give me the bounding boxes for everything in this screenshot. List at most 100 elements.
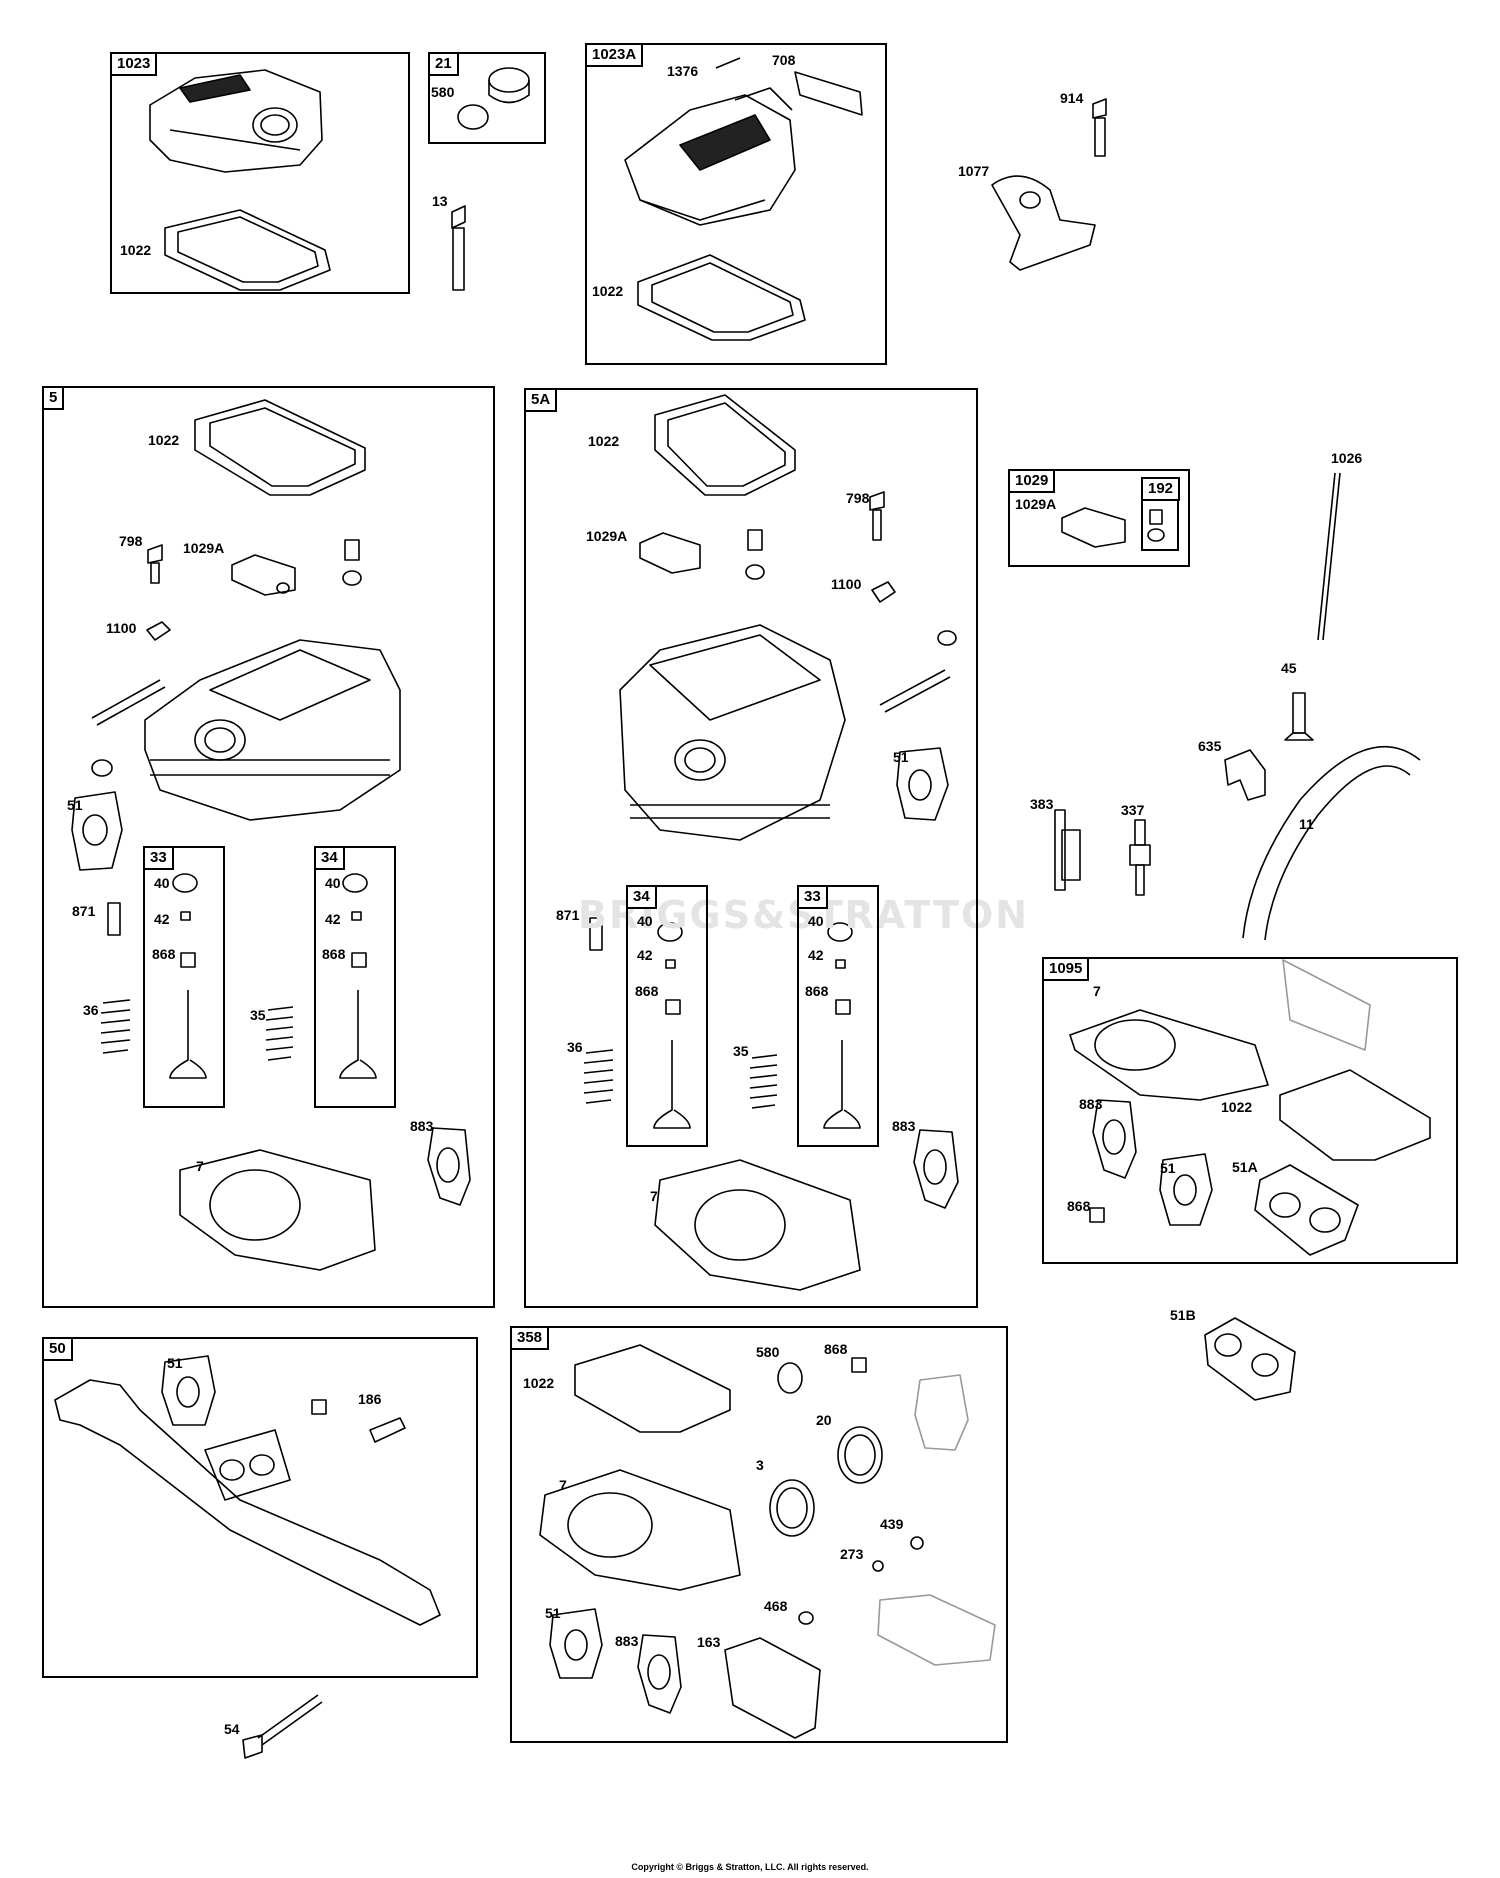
callout: 54 <box>224 1721 240 1737</box>
box5A-sleeve-871-drawing <box>589 917 603 951</box>
callout: 883 <box>410 1118 434 1134</box>
callout: 36 <box>83 1002 99 1018</box>
box5A-spring-36-drawing <box>583 1049 614 1104</box>
box-1029: 1029 <box>1008 469 1190 567</box>
callout: 868 <box>1067 1198 1091 1214</box>
callout: 1100 <box>831 576 862 592</box>
callout: 20 <box>816 1412 832 1428</box>
box-50: 50 <box>42 1337 478 1678</box>
callout: 439 <box>880 1516 904 1532</box>
callout: 883 <box>615 1633 639 1649</box>
box5A-cylinder-head-drawing <box>619 624 957 841</box>
callout: 1029A <box>1015 496 1057 512</box>
callout: 35 <box>250 1007 266 1023</box>
pushrod-1026-drawing <box>1317 472 1341 641</box>
callout: 1022 <box>1221 1099 1253 1115</box>
oil-cap-21-drawing <box>457 67 530 130</box>
box5A-guide-drawing <box>745 529 765 580</box>
callout: 798 <box>119 533 143 549</box>
callout: 383 <box>1030 796 1054 812</box>
box-1095-tag: 1095 <box>1042 957 1090 981</box>
box5A-headgasket-7-drawing <box>654 1159 861 1291</box>
callout: 7 <box>650 1188 658 1204</box>
callout: 7 <box>559 1477 567 1493</box>
callout: 914 <box>1060 90 1084 106</box>
callout: 871 <box>72 903 96 919</box>
box-50-tag: 50 <box>42 1337 73 1361</box>
bracket-1077-drawing <box>991 175 1096 271</box>
callout: 1029A <box>183 540 225 556</box>
kit358-seal-3-drawing <box>769 1479 815 1537</box>
kit358-oring-580-drawing <box>777 1362 803 1394</box>
kit358-gasket-lt2-drawing <box>877 1594 996 1666</box>
callout: 1022 <box>120 242 152 258</box>
callout: 798 <box>846 490 870 506</box>
box-358: 358 <box>510 1326 1008 1743</box>
callout: 868 <box>805 983 829 999</box>
callout: 580 <box>431 84 455 100</box>
box-21-tag: 21 <box>428 52 459 76</box>
box5-cylinder-head-drawing <box>144 639 401 821</box>
callout: 868 <box>824 1341 848 1357</box>
box5A-gasket-1022-drawing <box>654 394 796 496</box>
box5A-bolt-798-drawing <box>869 491 885 541</box>
box5A-spring-35-drawing <box>749 1054 778 1109</box>
box-1023A-tag: 1023A <box>585 43 644 67</box>
callout: 1376 <box>667 63 699 79</box>
fitting-635-drawing <box>1224 749 1266 801</box>
callout: 51 <box>545 1605 561 1621</box>
callout: 580 <box>756 1344 780 1360</box>
gasket-1023-drawing <box>164 209 331 291</box>
callout: 51B <box>1170 1307 1196 1323</box>
callout: 186 <box>358 1391 382 1407</box>
box-1023: 1023 <box>110 52 410 294</box>
callout: 1026 <box>1331 450 1363 466</box>
box-5: 5 <box>42 386 495 1308</box>
callout: 708 <box>772 52 796 68</box>
kit358-headgasket-7-drawing <box>539 1469 741 1591</box>
callout: 868 <box>322 946 346 962</box>
tool-383-drawing <box>1054 809 1081 891</box>
callout: 51A <box>1232 1159 1258 1175</box>
bolt-13-drawing <box>451 205 466 291</box>
kit358-ring-439-drawing <box>910 1536 924 1550</box>
callout: 1022 <box>588 433 620 449</box>
kit1095-gasket-51A-drawing <box>1254 1164 1359 1256</box>
kit1095-gasket-51-drawing <box>1159 1153 1213 1226</box>
box5-rocker-1029A-drawing <box>231 554 296 596</box>
box5-stud-drawing <box>91 679 166 726</box>
box50-nut-drawing <box>311 1399 327 1415</box>
callout: 1022 <box>148 432 180 448</box>
callout: 871 <box>556 907 580 923</box>
callout: 13 <box>432 193 448 209</box>
callout: 883 <box>1079 1096 1103 1112</box>
box5-box34-parts-drawing <box>339 873 377 1079</box>
callout: 36 <box>567 1039 583 1055</box>
callout: 42 <box>808 947 824 963</box>
box5-gasket-51-drawing <box>71 791 123 871</box>
kit1095-gasket-lt-drawing <box>1282 959 1371 1051</box>
kit358-gasket-51-drawing <box>549 1608 603 1679</box>
box5-gasket-883-drawing <box>427 1127 471 1206</box>
box5A-gasket-51-drawing <box>896 747 949 821</box>
box-192: 192 <box>1141 477 1181 551</box>
box-5A-sub-34: 34 <box>626 885 708 1147</box>
box-5A-tag: 5A <box>524 388 558 412</box>
callout: 868 <box>635 983 659 999</box>
kit1095-gasket-883-drawing <box>1092 1099 1137 1179</box>
kit358-seal-20-drawing <box>837 1426 883 1484</box>
gasket-51B-drawing <box>1204 1317 1296 1401</box>
gasket-1023A-drawing <box>637 254 806 341</box>
kit358-gasket-163-drawing <box>724 1637 821 1739</box>
kit358-ring-273-drawing <box>872 1560 884 1572</box>
box-5A-sub-33-tag: 33 <box>797 885 828 909</box>
callout: 42 <box>325 911 341 927</box>
callout: 11 <box>1299 816 1314 832</box>
valve-45-drawing <box>1284 692 1314 741</box>
box-5-sub-33-tag: 33 <box>143 846 174 870</box>
fitting-186-drawing <box>369 1417 406 1443</box>
box50-gasket-51-drawing <box>161 1355 216 1426</box>
box5-gasket-1022-drawing <box>194 399 366 496</box>
box5-spring-36-drawing <box>100 999 131 1054</box>
